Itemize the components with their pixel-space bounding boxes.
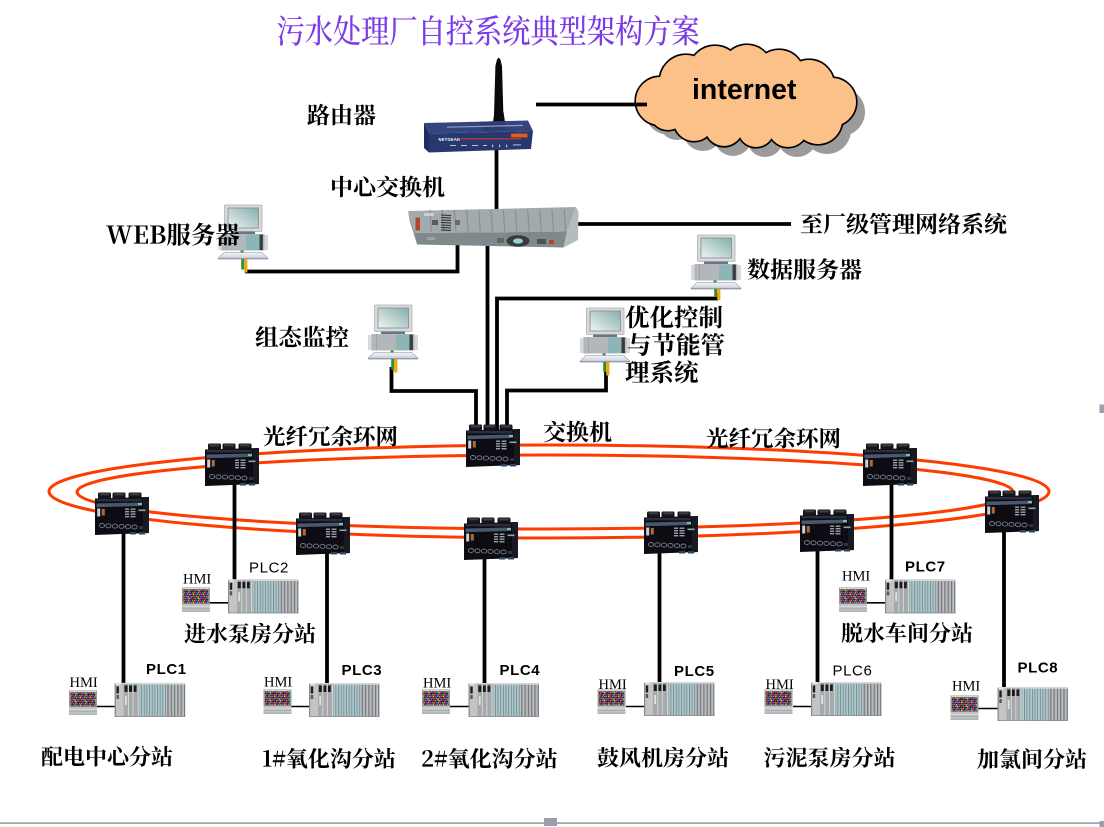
svg-text:PLC2: PLC2 (249, 560, 289, 577)
svg-text:HMI: HMI (842, 569, 870, 585)
svg-text:HMI: HMI (952, 679, 980, 695)
svg-text:PLC1: PLC1 (146, 661, 187, 678)
svg-text:HMI: HMI (599, 677, 627, 693)
svg-text:HMI: HMI (264, 675, 292, 691)
svg-text:PLC5: PLC5 (674, 663, 715, 680)
svg-text:HMI: HMI (766, 677, 794, 693)
svg-text:PLC3: PLC3 (342, 662, 383, 679)
svg-text:PLC4: PLC4 (500, 662, 541, 679)
svg-text:PLC7: PLC7 (905, 559, 946, 576)
svg-text:PLC8: PLC8 (1018, 660, 1059, 677)
svg-text:HMI: HMI (70, 675, 98, 691)
svg-text:PLC6: PLC6 (833, 663, 873, 680)
svg-text:HMI: HMI (183, 572, 211, 588)
svg-text:NETGEAR: NETGEAR (439, 137, 461, 142)
svg-text:internet: internet (692, 74, 797, 106)
svg-text:HMI: HMI (423, 676, 451, 692)
